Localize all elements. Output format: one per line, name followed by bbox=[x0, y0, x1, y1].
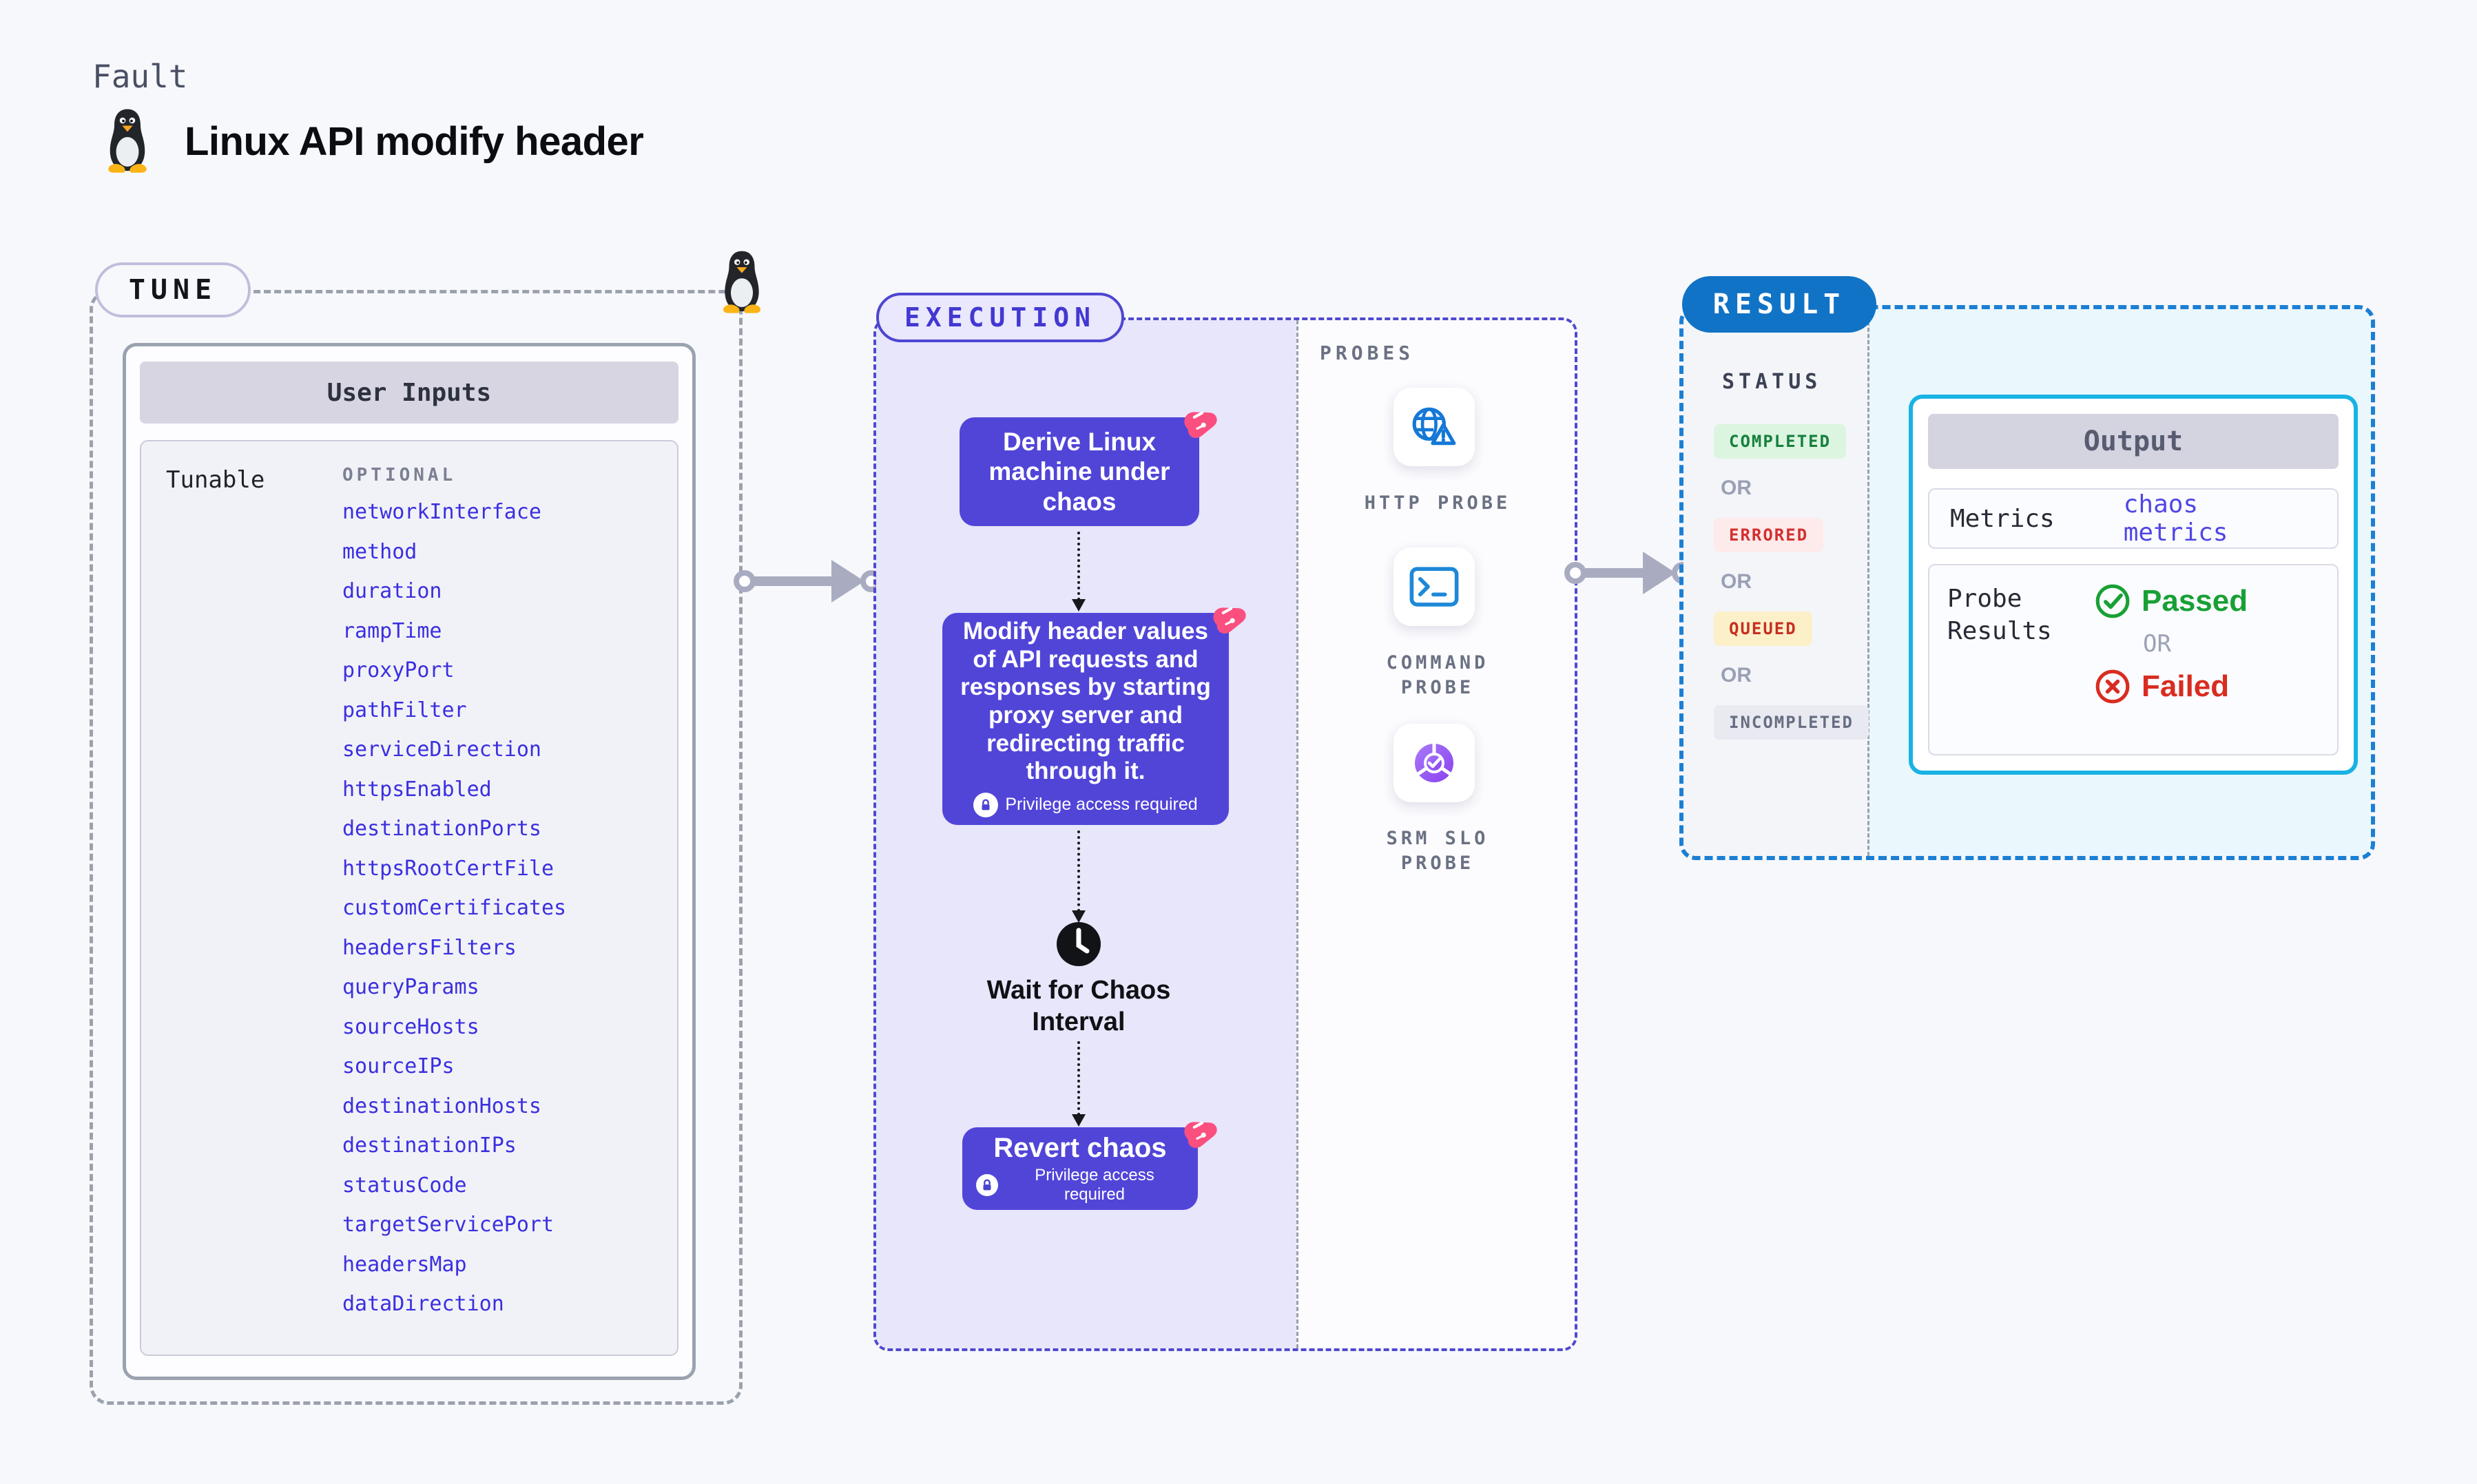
status-column: STATUS COMPLETED OR ERRORED OR QUEUED OR… bbox=[1683, 309, 1869, 856]
tune-section-frame bbox=[90, 290, 743, 1405]
or-separator: OR bbox=[1721, 664, 1752, 687]
connector-dot bbox=[734, 570, 756, 592]
command-probe-card[interactable] bbox=[1393, 547, 1475, 626]
step-derive-machine: Derive Linux machine under chaos bbox=[960, 417, 1199, 526]
output-box: Output Metrics chaos metrics Probe Resul… bbox=[1909, 395, 2358, 775]
step-revert-chaos: Revert chaos Privilege access required bbox=[962, 1127, 1198, 1210]
probe-results-label: Probe Results bbox=[1947, 585, 2052, 645]
user-inputs-card: User Inputs Tunable OPTIONAL networkInte… bbox=[123, 343, 696, 1380]
tunable-param-link[interactable]: customCertificates bbox=[342, 896, 567, 921]
tunable-param-list: OPTIONAL networkInterface method duration r… bbox=[342, 458, 566, 1324]
linux-tux-corner-icon bbox=[723, 251, 761, 313]
command-probe-label: COMMAND PROBE bbox=[1386, 652, 1489, 699]
tunable-param-link[interactable]: destinationPorts bbox=[342, 817, 541, 842]
probes-label: PROBES bbox=[1320, 342, 1415, 364]
tunable-param-link[interactable]: targetServicePort bbox=[342, 1213, 555, 1237]
flow-connector bbox=[1077, 830, 1080, 912]
chaos-spark-icon bbox=[1184, 411, 1217, 438]
tunable-param-link[interactable]: method bbox=[342, 539, 417, 564]
tunable-param-link[interactable]: networkInterface bbox=[342, 500, 541, 525]
tunable-param-link[interactable]: queryParams bbox=[342, 975, 479, 1000]
http-probe-card[interactable] bbox=[1393, 388, 1475, 466]
status-badge-errored: ERRORED bbox=[1714, 518, 1824, 552]
srm-slo-probe-label: SRM SLO PROBE bbox=[1386, 828, 1489, 875]
page-title: Linux API modify header bbox=[185, 119, 644, 164]
lock-icon bbox=[973, 792, 999, 817]
tunable-param-link[interactable]: rampTime bbox=[342, 618, 442, 643]
tunable-param-link[interactable]: dataDirection bbox=[342, 1292, 504, 1317]
tunable-param-link[interactable]: destinationHosts bbox=[342, 1094, 541, 1118]
tunable-param-link[interactable]: headersFilters bbox=[342, 935, 517, 960]
flow-connector bbox=[1077, 532, 1080, 600]
probe-results-row: Probe Results Passed OR Failed bbox=[1928, 564, 2339, 755]
tunable-param-link[interactable]: destinationIPs bbox=[342, 1133, 517, 1158]
check-circle-icon bbox=[2095, 584, 2130, 618]
probes-panel bbox=[1296, 320, 1575, 1348]
tune-to-execution-arrow bbox=[734, 559, 882, 603]
globe-warning-icon bbox=[1412, 407, 1456, 446]
tunable-param-link[interactable]: serviceDirection bbox=[342, 738, 541, 762]
status-badge-completed: COMPLETED bbox=[1714, 424, 1847, 459]
lock-icon bbox=[976, 1174, 998, 1196]
or-separator: OR bbox=[1721, 477, 1752, 499]
status-label: STATUS bbox=[1722, 370, 1822, 394]
result-section-badge: RESULT bbox=[1682, 276, 1876, 333]
tunable-param-link[interactable]: sourceHosts bbox=[342, 1014, 479, 1039]
chaos-metrics-link[interactable]: chaos metrics bbox=[2123, 490, 2228, 547]
tunable-row-label: Tunable bbox=[166, 466, 265, 494]
linux-tux-icon bbox=[108, 109, 147, 173]
chaos-spark-icon bbox=[1184, 1121, 1217, 1148]
tunable-param-link[interactable]: statusCode bbox=[342, 1173, 467, 1198]
tune-section-badge: TUNE bbox=[95, 262, 251, 317]
http-probe-label: HTTP PROBE bbox=[1364, 492, 1511, 514]
metrics-row: Metrics chaos metrics bbox=[1928, 488, 2339, 549]
privilege-note: Privilege access required bbox=[1035, 1166, 1154, 1204]
fault-kind-label: Fault bbox=[92, 58, 188, 95]
output-header: Output bbox=[1928, 414, 2339, 469]
probes-to-result-arrow bbox=[1564, 551, 1694, 595]
or-separator: OR bbox=[1721, 570, 1752, 593]
tunable-param-link[interactable]: proxyPort bbox=[342, 658, 455, 683]
optional-label: OPTIONAL bbox=[342, 465, 457, 485]
user-inputs-header: User Inputs bbox=[140, 362, 678, 424]
chaos-spark-icon bbox=[1213, 607, 1246, 634]
tunable-param-link[interactable]: sourceIPs bbox=[342, 1054, 455, 1079]
tunable-param-link[interactable]: duration bbox=[342, 579, 442, 604]
srm-slo-probe-card[interactable] bbox=[1393, 724, 1475, 802]
flow-connector bbox=[1077, 1041, 1080, 1116]
tunable-param-link[interactable]: pathFilter bbox=[342, 698, 467, 722]
metrics-label: Metrics bbox=[1950, 504, 2055, 533]
status-badge-incompleted: INCOMPLETED bbox=[1714, 705, 1869, 740]
or-separator: OR bbox=[2143, 630, 2171, 658]
tunables-box: Tunable OPTIONAL networkInterface method d… bbox=[140, 440, 678, 1356]
terminal-icon bbox=[1409, 567, 1459, 607]
status-badge-queued: QUEUED bbox=[1714, 612, 1812, 646]
step-wait-interval: Wait for Chaos Interval bbox=[986, 976, 1171, 1037]
failed-result: Failed bbox=[2095, 669, 2248, 704]
tunable-param-link[interactable]: httpsEnabled bbox=[342, 777, 492, 802]
execution-section-badge: EXECUTION bbox=[876, 293, 1124, 342]
tunable-param-link[interactable]: headersMap bbox=[342, 1252, 467, 1277]
privilege-note: Privilege access required bbox=[1005, 795, 1198, 815]
connector-dot bbox=[1564, 562, 1586, 584]
step-modify-header: Modify header values of API requests and… bbox=[942, 613, 1229, 825]
slo-pie-check-icon bbox=[1415, 743, 1453, 782]
passed-result: Passed bbox=[2095, 583, 2248, 619]
tunable-param-link[interactable]: httpsRootCertFile bbox=[342, 856, 555, 881]
x-circle-icon bbox=[2095, 669, 2130, 704]
clock-icon bbox=[1057, 922, 1101, 966]
